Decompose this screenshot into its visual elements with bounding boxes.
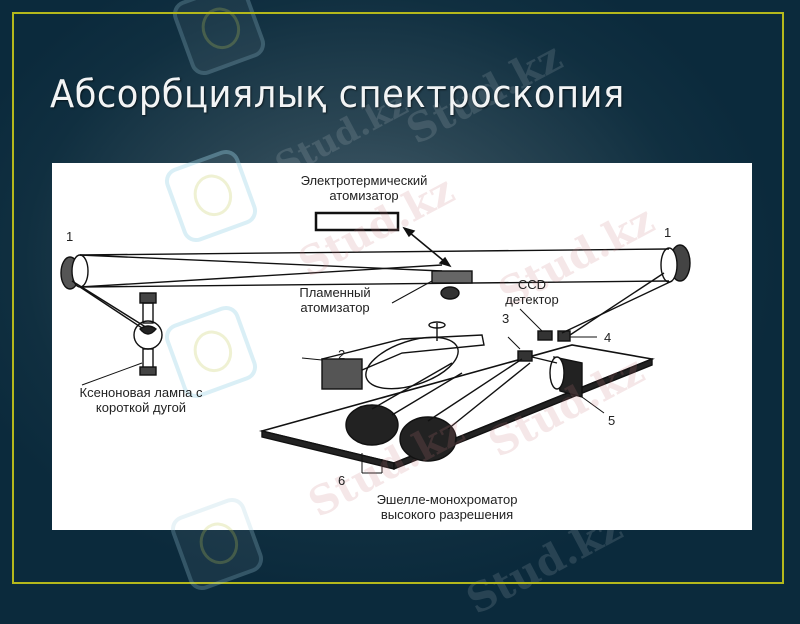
- spectrometer-diagram: Stud.kz Stud.kz Stud.kz Stud.kz Электрот…: [52, 146, 752, 530]
- slide-title: Абсорбциялық спектроскопия: [50, 72, 625, 116]
- label-line: Ксеноновая лампа с: [79, 385, 203, 400]
- label-line: Электротермический: [300, 173, 428, 188]
- label-ccd-detector: CCD детектор: [492, 277, 572, 307]
- number-mirror-left: 1: [66, 229, 74, 244]
- label-line: высокого разрешения: [380, 507, 514, 522]
- label-line: короткой дугой: [95, 400, 187, 415]
- slide-frame: [12, 12, 784, 584]
- label-line: CCD: [517, 277, 547, 292]
- label-line: детектор: [505, 292, 559, 307]
- label-xenon-lamp: Ксеноновая лампа с короткой дугой: [52, 385, 230, 415]
- label-line: атомизатор: [300, 300, 370, 315]
- label-line: атомизатор: [329, 188, 399, 203]
- label-flame-atomizer: Пламенный атомизатор: [290, 285, 380, 315]
- diagram-drawing: [60, 211, 691, 474]
- number-mirror-5: 5: [608, 413, 616, 428]
- label-line: Пламенный: [299, 285, 371, 300]
- label-line: Эшелле-монохроматор: [376, 492, 518, 507]
- label-electrothermal-atomizer: Электротермический атомизатор: [274, 173, 454, 203]
- number-prism: 2: [338, 347, 346, 362]
- number-slit: 3: [502, 311, 510, 326]
- label-echelle-monochromator: Эшелле-монохроматор высокого разрешения: [352, 492, 542, 522]
- number-mirror-right: 1: [664, 225, 672, 240]
- number-mirrors-6: 6: [338, 473, 346, 488]
- electrothermal-atomizer-box: [314, 211, 400, 232]
- number-detector: 4: [604, 330, 612, 345]
